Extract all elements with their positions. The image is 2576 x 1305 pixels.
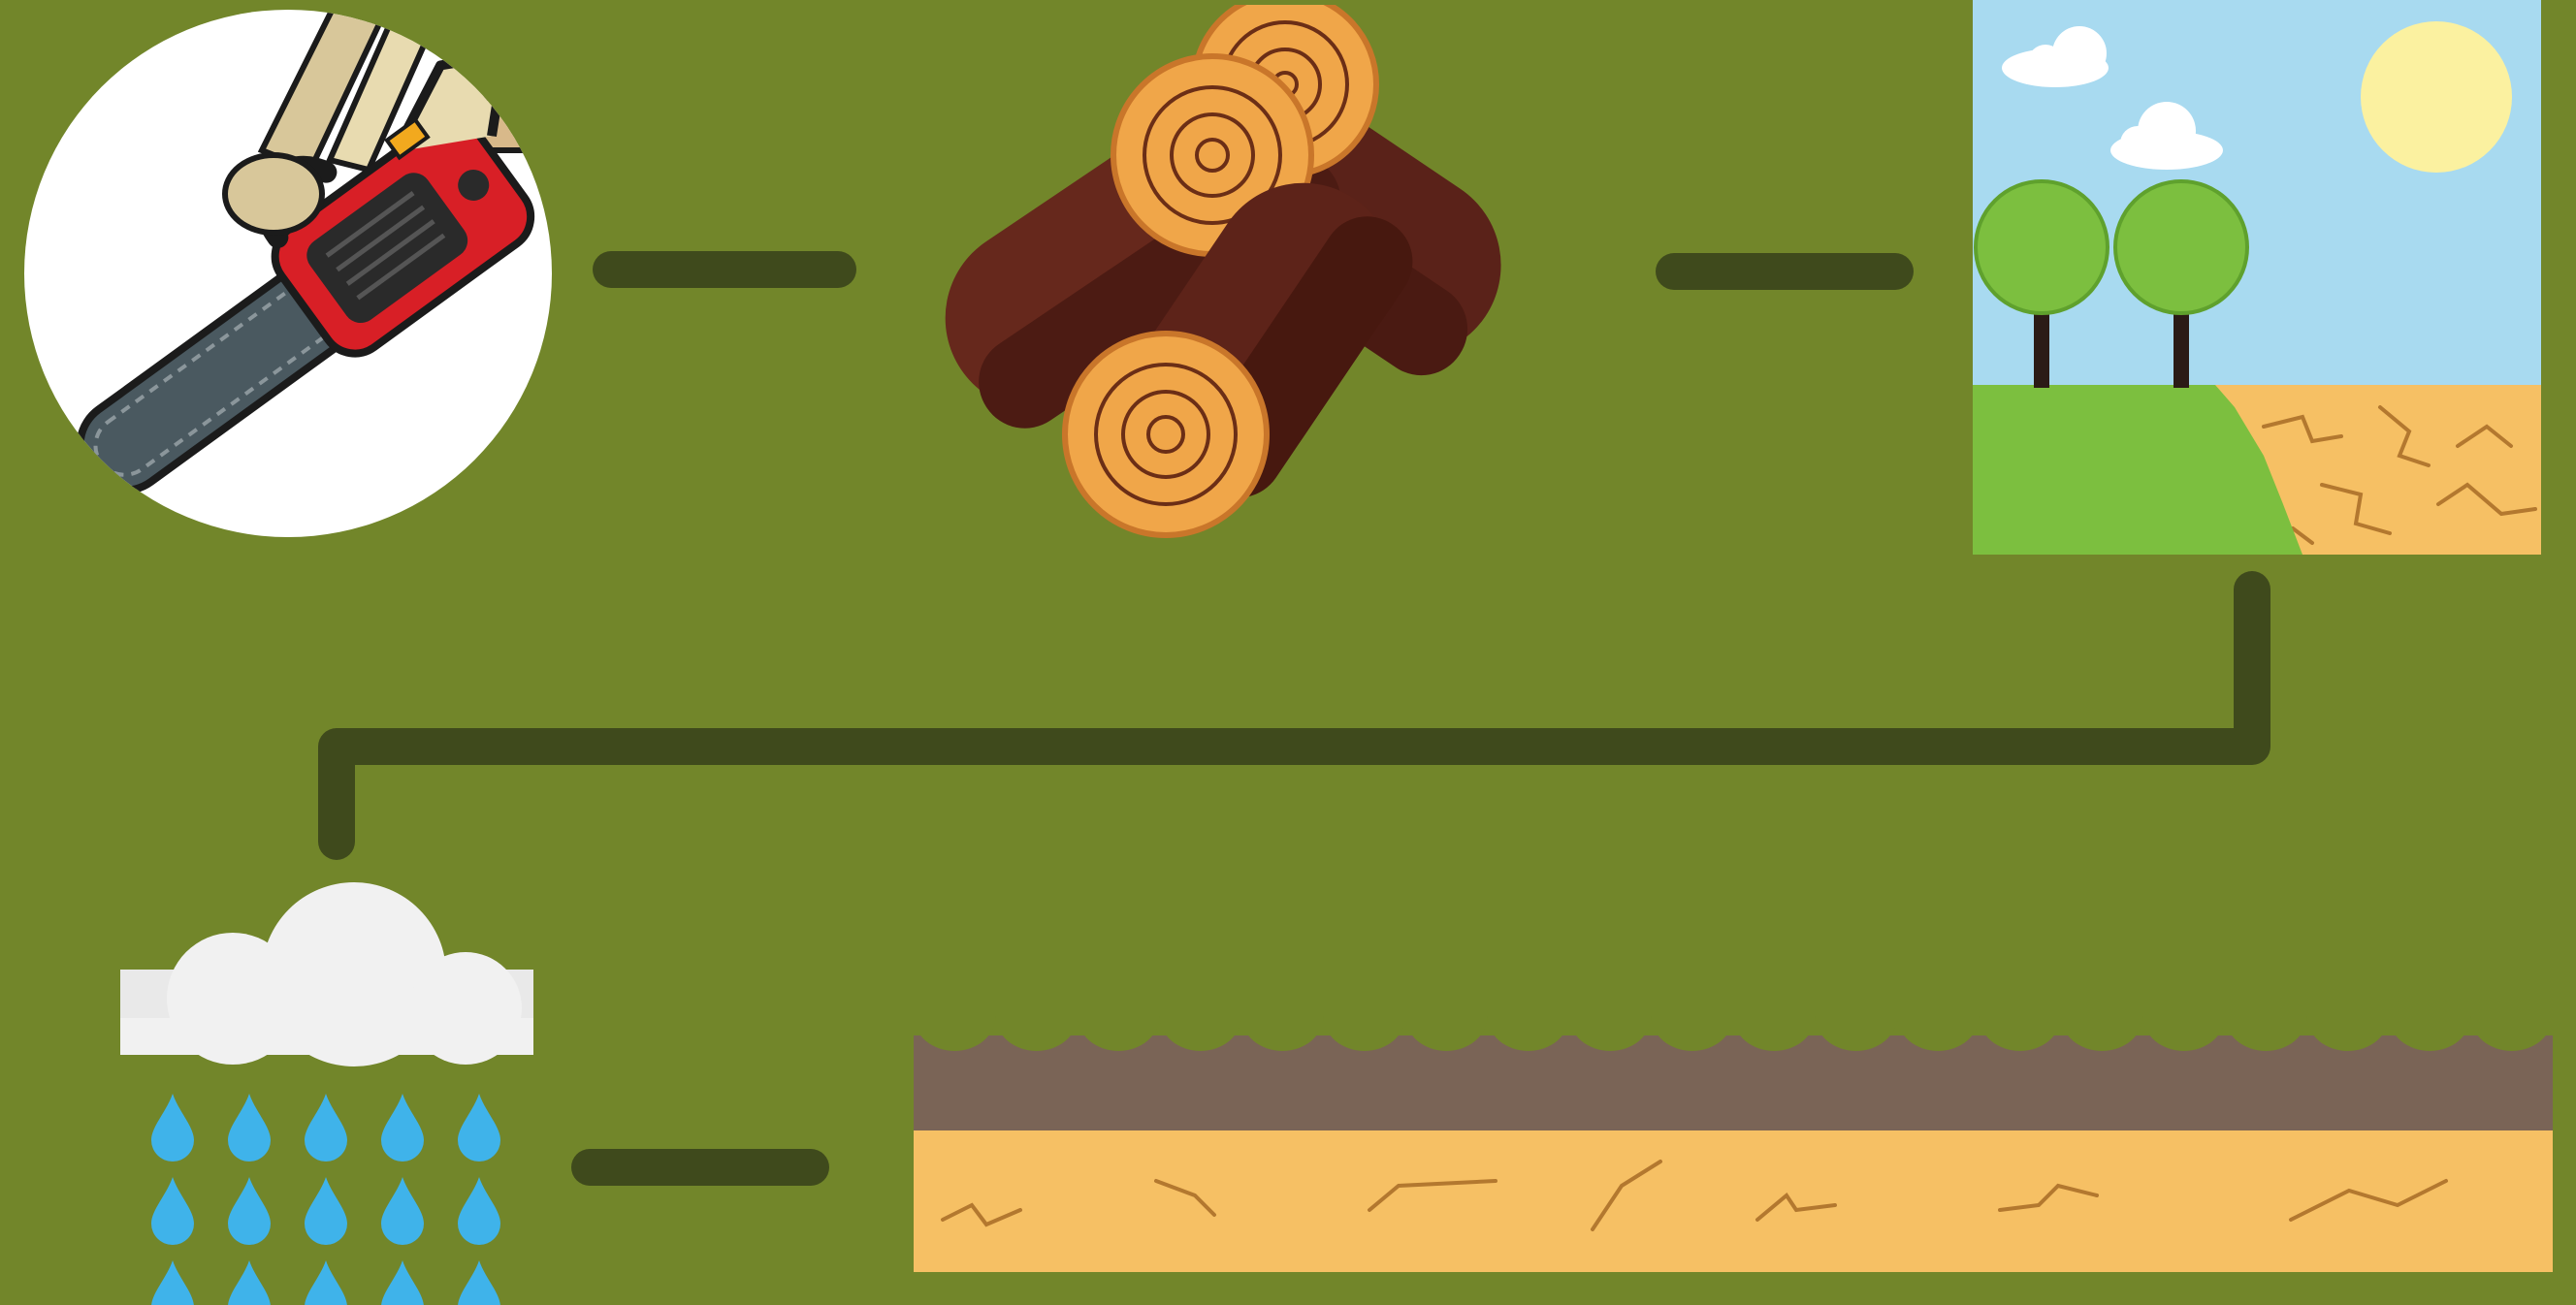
cut-logs-icon (912, 5, 1591, 548)
water-drop-icon (458, 1094, 500, 1162)
water-drop-icon (305, 1260, 347, 1305)
rain-drops (151, 1094, 500, 1305)
rain-cloud-icon (116, 882, 539, 1305)
water-drop-icon (151, 1260, 194, 1305)
connector-landscape-to-rain (337, 589, 2252, 842)
water-drop-icon (305, 1094, 347, 1162)
water-drop-icon (228, 1177, 271, 1245)
step-landscape (1973, 0, 2541, 555)
soil-erosion-icon (914, 1016, 2553, 1272)
step-logs (912, 5, 1591, 548)
step-rain (116, 882, 539, 1305)
water-drop-icon (381, 1094, 424, 1162)
water-drop-icon (151, 1094, 194, 1162)
water-drop-icon (381, 1260, 424, 1305)
step-chainsaw (19, 5, 557, 542)
water-drop-icon (305, 1177, 347, 1245)
water-drop-icon (151, 1177, 194, 1245)
step-soil-erosion (914, 1016, 2553, 1272)
water-drop-icon (228, 1260, 271, 1305)
water-drop-icon (228, 1094, 271, 1162)
water-drop-icon (458, 1260, 500, 1305)
chainsaw-icon (19, 5, 557, 542)
water-drop-icon (458, 1177, 500, 1245)
water-drop-icon (381, 1177, 424, 1245)
deforested-land-icon (1973, 0, 2541, 555)
